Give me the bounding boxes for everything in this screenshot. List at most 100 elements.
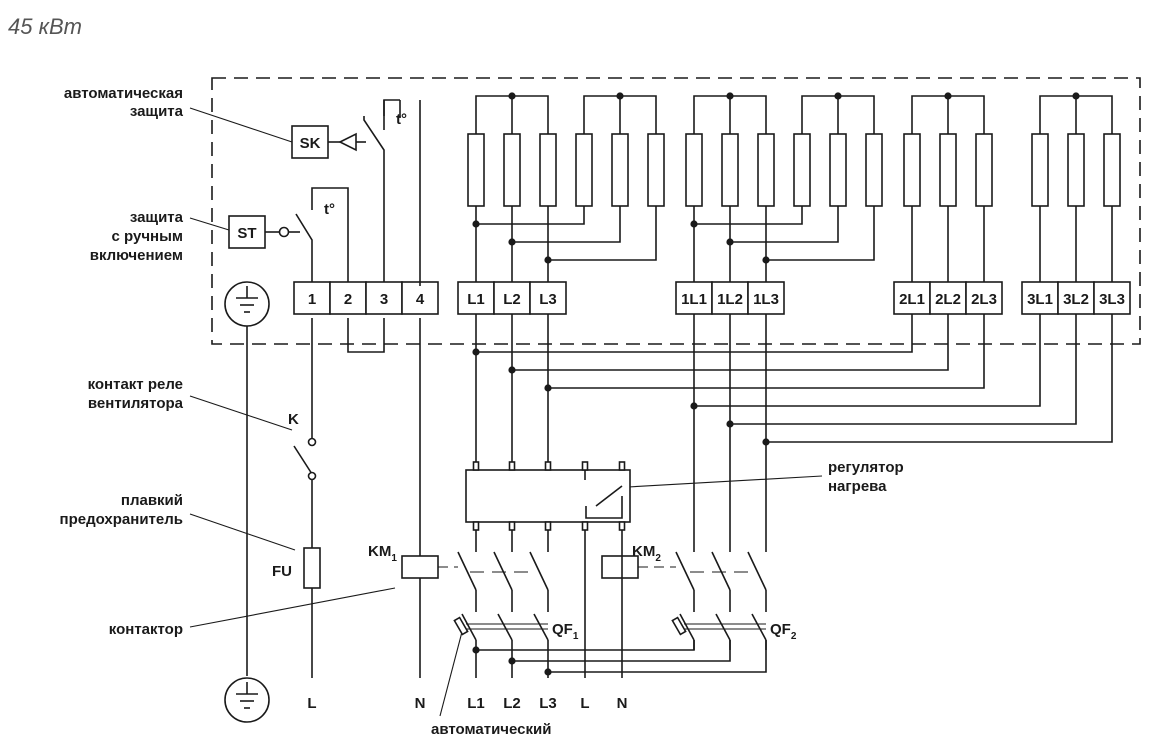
power-title: 45 кВт bbox=[8, 14, 82, 39]
contactor-leader bbox=[189, 587, 396, 628]
heater-cross-wire bbox=[766, 206, 875, 261]
fan-relay-label-1: контакт реле bbox=[88, 376, 183, 393]
fuse-leader bbox=[189, 513, 296, 551]
manual-protection-leader bbox=[189, 217, 230, 231]
regulator-pin-icon bbox=[544, 521, 552, 531]
terminal-label: 2 bbox=[344, 291, 352, 308]
contactor-contact-icon bbox=[675, 551, 695, 591]
regulator-pin-icon bbox=[618, 521, 626, 531]
junction-dot-icon bbox=[472, 220, 480, 228]
resistor-icon bbox=[575, 133, 593, 207]
group-bus-wire bbox=[730, 314, 1077, 425]
regulator-pin-icon bbox=[472, 521, 480, 531]
relay-switch-icon bbox=[293, 445, 313, 475]
junction-dot-icon bbox=[726, 238, 734, 246]
bottom-label-neutral: N bbox=[415, 695, 426, 712]
auto-protection-label-1: автоматическая bbox=[64, 85, 183, 102]
breaker-contact-icon bbox=[497, 613, 513, 641]
bottom-label-l: L bbox=[580, 695, 589, 712]
group-bus-wire bbox=[694, 314, 1041, 407]
qf2-label: QF2 bbox=[770, 621, 797, 642]
km1-coil-icon bbox=[401, 555, 439, 579]
breaker-label: автоматический bbox=[431, 721, 551, 738]
terminal-box bbox=[929, 281, 967, 315]
contactor-contact-icon bbox=[711, 551, 731, 591]
junction-dot-icon bbox=[762, 438, 770, 446]
contactor-contact-icon bbox=[529, 551, 549, 591]
manual-protection-label-2: с ручным bbox=[112, 228, 184, 245]
sk-box bbox=[291, 125, 329, 159]
breaker-contact-icon bbox=[715, 613, 731, 641]
contactor-contact-icon bbox=[493, 551, 513, 591]
terminal-label: L2 bbox=[503, 291, 521, 308]
resistor-icon bbox=[865, 133, 883, 207]
resistor-icon bbox=[939, 133, 957, 207]
st-temp-label: t° bbox=[324, 201, 335, 218]
sk-temp-label: t° bbox=[396, 111, 407, 128]
fan-relay-leader bbox=[189, 395, 293, 431]
junction-dot-icon bbox=[508, 92, 516, 100]
terminal-label: 1 bbox=[308, 291, 316, 308]
terminal-label: L1 bbox=[467, 291, 485, 308]
resistor-icon bbox=[1031, 133, 1049, 207]
resistor-icon bbox=[611, 133, 629, 207]
relay-contact-icon bbox=[307, 471, 317, 481]
ground-icon bbox=[224, 281, 270, 327]
resistor-icon bbox=[757, 133, 775, 207]
terminal-label: 3 bbox=[380, 291, 388, 308]
junction-dot-icon bbox=[834, 92, 842, 100]
regulator-pin-icon bbox=[581, 461, 589, 471]
fuse-label-1: плавкий bbox=[121, 492, 183, 509]
bottom-label-l2: L2 bbox=[503, 695, 521, 712]
heater-cross-wire bbox=[476, 206, 585, 225]
st-label: ST bbox=[237, 225, 256, 242]
regulator-pin-icon bbox=[472, 461, 480, 471]
terminal-label: 1L2 bbox=[717, 291, 743, 308]
qf2-merge-wire bbox=[548, 640, 767, 673]
junction-dot-icon bbox=[508, 366, 516, 374]
junction-dot-icon bbox=[544, 668, 552, 676]
junction-dot-icon bbox=[1072, 92, 1080, 100]
km1-label: KM1 bbox=[368, 543, 397, 564]
regulator-pin-icon bbox=[581, 521, 589, 531]
sk-actuator-icon bbox=[338, 132, 357, 152]
heater-cross-wire bbox=[548, 206, 657, 261]
heater-enclosure bbox=[211, 77, 1141, 345]
terminal-label: 2L2 bbox=[935, 291, 961, 308]
resistor-icon bbox=[1067, 133, 1085, 207]
heat-regulator-box bbox=[465, 469, 631, 523]
st-switch-icon bbox=[295, 213, 313, 286]
regulator-switch-icon bbox=[595, 485, 623, 507]
junction-dot-icon bbox=[690, 402, 698, 410]
regulator-label-1: регулятор bbox=[828, 459, 904, 476]
terminal-label: 2L1 bbox=[899, 291, 925, 308]
bottom-label-l3: L3 bbox=[539, 695, 557, 712]
contactor-contact-icon bbox=[747, 551, 767, 591]
resistor-icon bbox=[1103, 133, 1121, 207]
terminal-2-3-bridge bbox=[347, 318, 385, 353]
breaker-contact-icon bbox=[679, 613, 695, 641]
breaker-contact-icon bbox=[533, 613, 549, 641]
auto-protection-leader bbox=[189, 107, 293, 143]
resistor-icon bbox=[503, 133, 521, 207]
relay-contact-icon bbox=[307, 437, 317, 447]
st-switch-bar bbox=[311, 187, 349, 286]
bottom-label-l1: L1 bbox=[467, 695, 485, 712]
fan-relay-label-2: вентилятора bbox=[88, 395, 184, 412]
regulator-label-2: нагрева bbox=[828, 478, 887, 495]
resistor-icon bbox=[647, 133, 665, 207]
junction-dot-icon bbox=[726, 420, 734, 428]
terminal-box bbox=[529, 281, 567, 315]
fuse-label-2: предохранитель bbox=[60, 511, 183, 528]
qf1-label: QF1 bbox=[552, 621, 579, 642]
junction-dot-icon bbox=[544, 384, 552, 392]
regulator-pin-icon bbox=[508, 521, 516, 531]
auto-protection-label-2: защита bbox=[130, 103, 184, 120]
resistor-icon bbox=[793, 133, 811, 207]
regulator-pin-icon bbox=[618, 461, 626, 471]
junction-dot-icon bbox=[508, 238, 516, 246]
terminal-box bbox=[329, 281, 367, 315]
qf2-merge-wire bbox=[512, 640, 731, 662]
terminal-box bbox=[1093, 281, 1131, 315]
